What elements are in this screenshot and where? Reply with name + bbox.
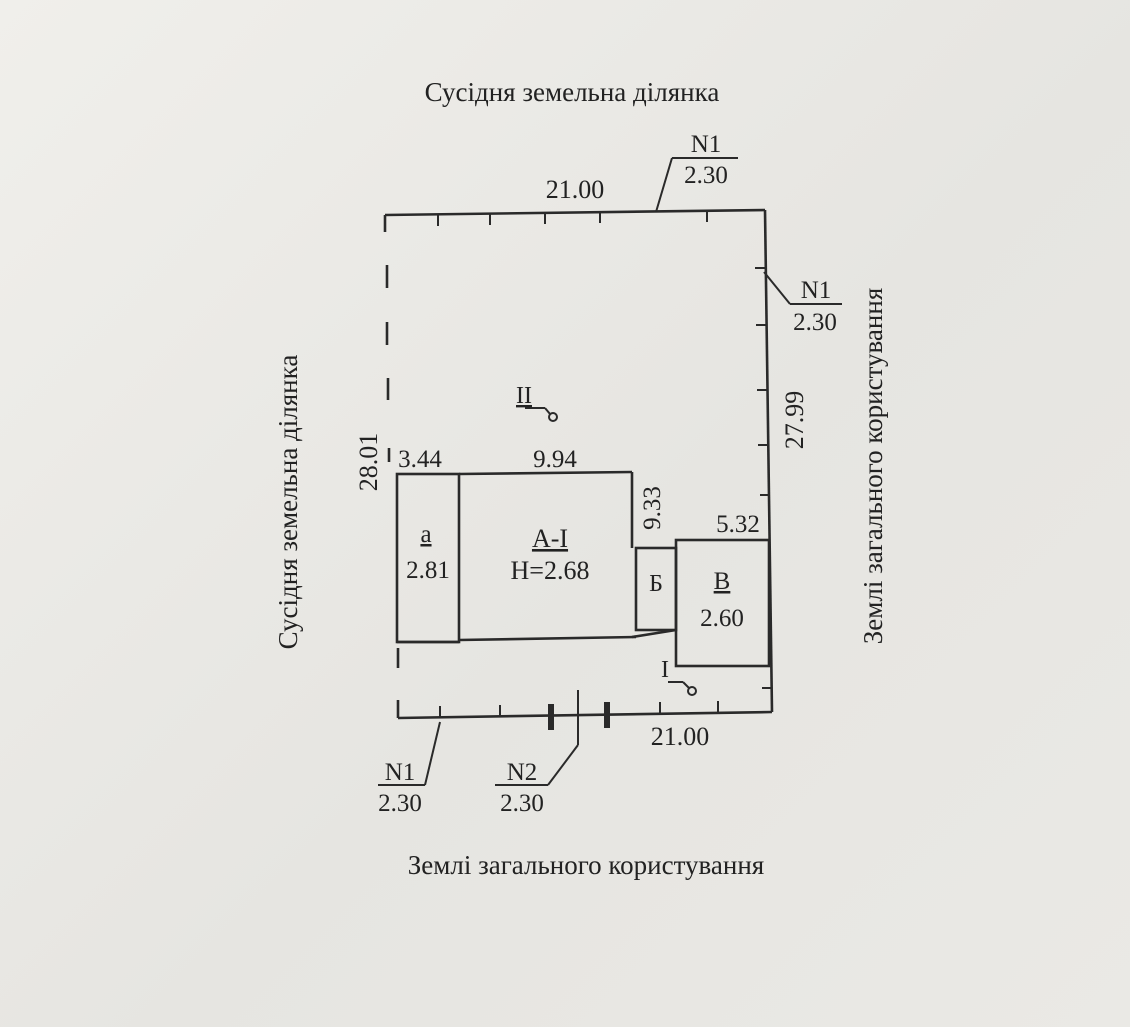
label-top-neighbor: Сусідня земельна ділянка [425,77,720,107]
label-bottom-public: Землі загального користування [408,850,764,880]
marker-point-i [668,681,697,696]
label-right-public: Землі загального користування [858,288,888,644]
building-main-name: А-I [532,524,568,553]
building-v-height: 2.60 [700,605,744,632]
gate-post [604,702,610,728]
point-ii-label: II [516,383,532,409]
fence-gate-height: 2.30 [500,790,544,817]
fence-bottom-left-number: N1 [385,759,416,786]
building-b-letter: Б [649,571,663,597]
lot-boundary [383,208,774,730]
fence-bottom-left-height: 2.30 [378,790,422,817]
fence-gate-number: N2 [507,759,538,786]
dimension-right: 27.99 [780,391,809,450]
building-a-height: 2.81 [406,557,450,584]
buildings [395,470,771,668]
dimension-main-depth: 9.33 [639,486,666,530]
gate-post [548,704,554,730]
dimension-main-length: 9.94 [533,446,577,473]
fence-right-number: N1 [801,277,832,304]
building-a-letter: а [420,521,431,548]
dimension-a-width: 3.44 [398,446,442,473]
dimension-v-width: 5.32 [716,511,760,538]
fence-top-height: 2.30 [684,162,728,189]
building-v [674,538,771,668]
label-left-neighbor: Сусідня земельна ділянка [273,355,303,650]
building-v-letter: В [714,568,731,595]
building-main-height: Н=2.68 [511,556,590,585]
fence-right-height: 2.30 [793,309,837,336]
point-i-label: I [661,657,669,683]
dimension-bottom: 21.00 [651,722,710,751]
fence-leaders [378,157,842,786]
marker-point-ii [525,407,558,422]
dimension-top: 21.00 [546,175,605,204]
fence-top-number: N1 [691,131,722,158]
dimension-left: 28.01 [354,433,383,492]
